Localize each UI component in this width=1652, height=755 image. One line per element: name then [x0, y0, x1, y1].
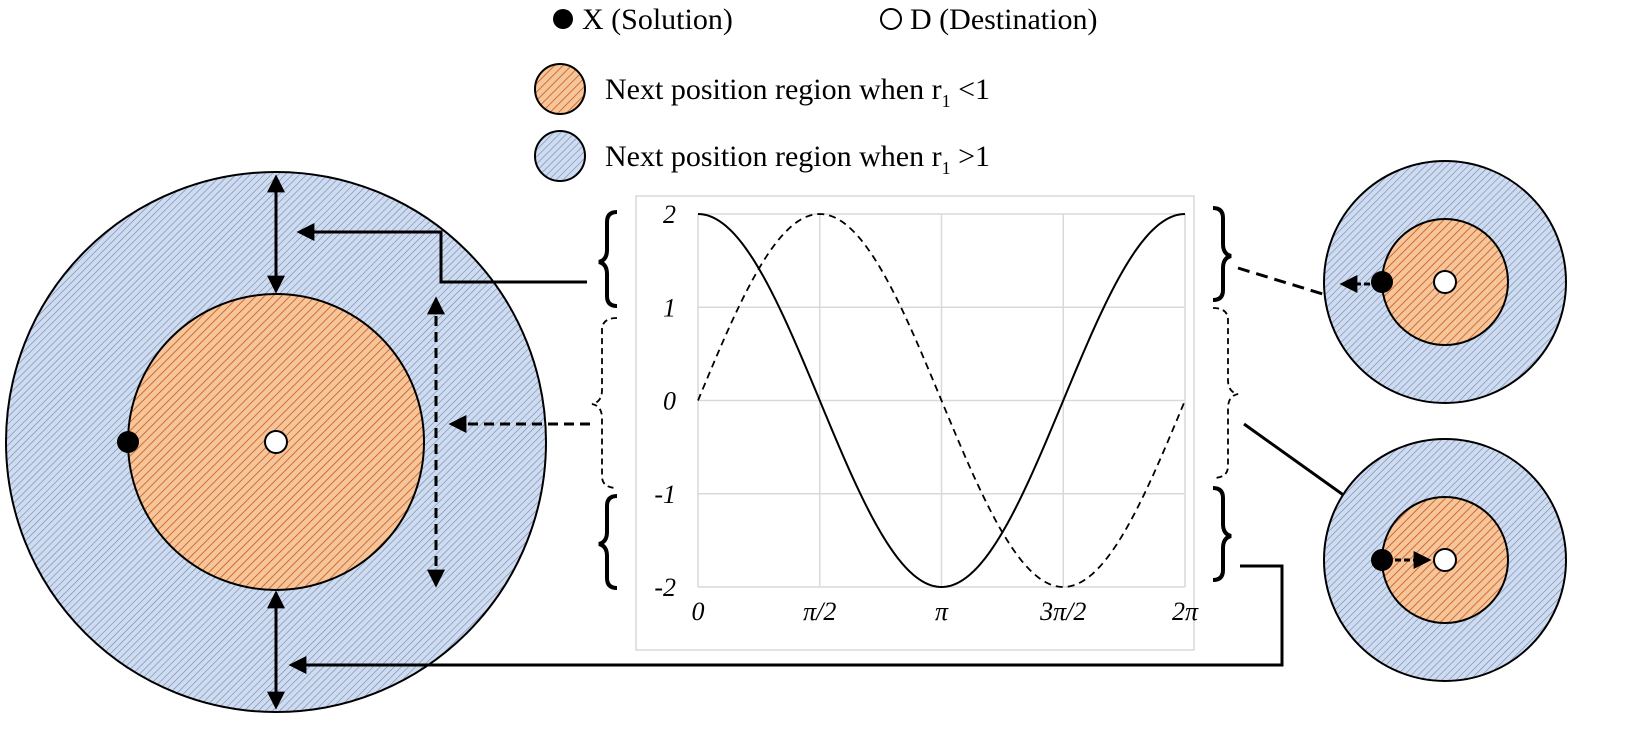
y-tick-label: 0 — [663, 387, 676, 416]
legend-region-gt1-suffix: >1 — [951, 140, 990, 173]
right-middle-brace — [1212, 307, 1239, 479]
y-tick-label: -2 — [654, 573, 676, 602]
legend-region-lt1-sub: 1 — [942, 91, 951, 111]
legend-solution-label: X (Solution) — [582, 3, 733, 36]
lower-right-solid-connector — [1243, 422, 1359, 507]
right-top-destination-point — [1433, 270, 1457, 294]
legend: X (Solution) D (Destination) Next positi… — [534, 3, 1097, 182]
solid-cosine-curve — [697, 213, 1186, 589]
x-tick-label: 0 — [692, 597, 705, 626]
cosine-sine-chart: 2 1 0 -1 -2 0 π/2 π 3π/2 2π — [635, 195, 1199, 651]
dashed-sine-curve — [697, 213, 1186, 588]
left-upper-brace — [598, 210, 618, 308]
destination-legend-marker — [880, 8, 902, 30]
x-tick-label: π/2 — [803, 597, 836, 626]
chart-x-tick-labels: 0 π/2 π 3π/2 2π — [692, 597, 1199, 626]
right-top-solution-point — [1371, 271, 1393, 293]
upper-solid-connector — [296, 223, 587, 284]
right-top-region-diagram — [1323, 160, 1567, 404]
right-upper-brace — [1212, 206, 1232, 302]
legend-destination-label: D (Destination) — [910, 3, 1097, 36]
chart-y-tick-labels: 2 1 0 -1 -2 — [654, 200, 676, 602]
left-lower-brace — [598, 494, 618, 590]
region-gt1-legend-swatch — [534, 130, 586, 182]
lower-solid-connector — [288, 564, 1284, 674]
solution-legend-marker — [553, 9, 573, 29]
legend-region-gt1-label: Next position region when r1 >1 — [605, 140, 990, 178]
y-tick-label: -1 — [654, 480, 676, 509]
left-middle-brace — [591, 317, 618, 489]
legend-region-lt1-prefix: Next position region when r — [605, 73, 942, 106]
braces — [591, 206, 1239, 590]
chart-frame — [635, 195, 1195, 651]
right-lower-brace — [1212, 486, 1232, 582]
x-tick-label: π — [935, 597, 949, 626]
right-bottom-solution-point — [1371, 549, 1393, 571]
y-tick-label: 1 — [663, 293, 676, 322]
chart-series — [697, 213, 1186, 589]
legend-region-gt1-sub: 1 — [942, 158, 951, 178]
y-tick-label: 2 — [663, 200, 676, 229]
left-region-diagram — [5, 171, 547, 713]
legend-region-gt1-prefix: Next position region when r — [605, 140, 942, 173]
left-destination-point — [264, 430, 288, 454]
upper-right-dashed-connector — [1237, 266, 1366, 311]
right-bottom-region-diagram — [1323, 438, 1567, 682]
legend-region-lt1-label: Next position region when r1 <1 — [605, 73, 990, 111]
region-lt1-legend-swatch — [534, 63, 586, 115]
x-tick-label: 2π — [1172, 597, 1199, 626]
x-tick-label: 3π/2 — [1039, 597, 1086, 626]
left-solution-point — [117, 431, 139, 453]
right-bottom-destination-point — [1433, 548, 1457, 572]
legend-region-lt1-suffix: <1 — [951, 73, 990, 106]
